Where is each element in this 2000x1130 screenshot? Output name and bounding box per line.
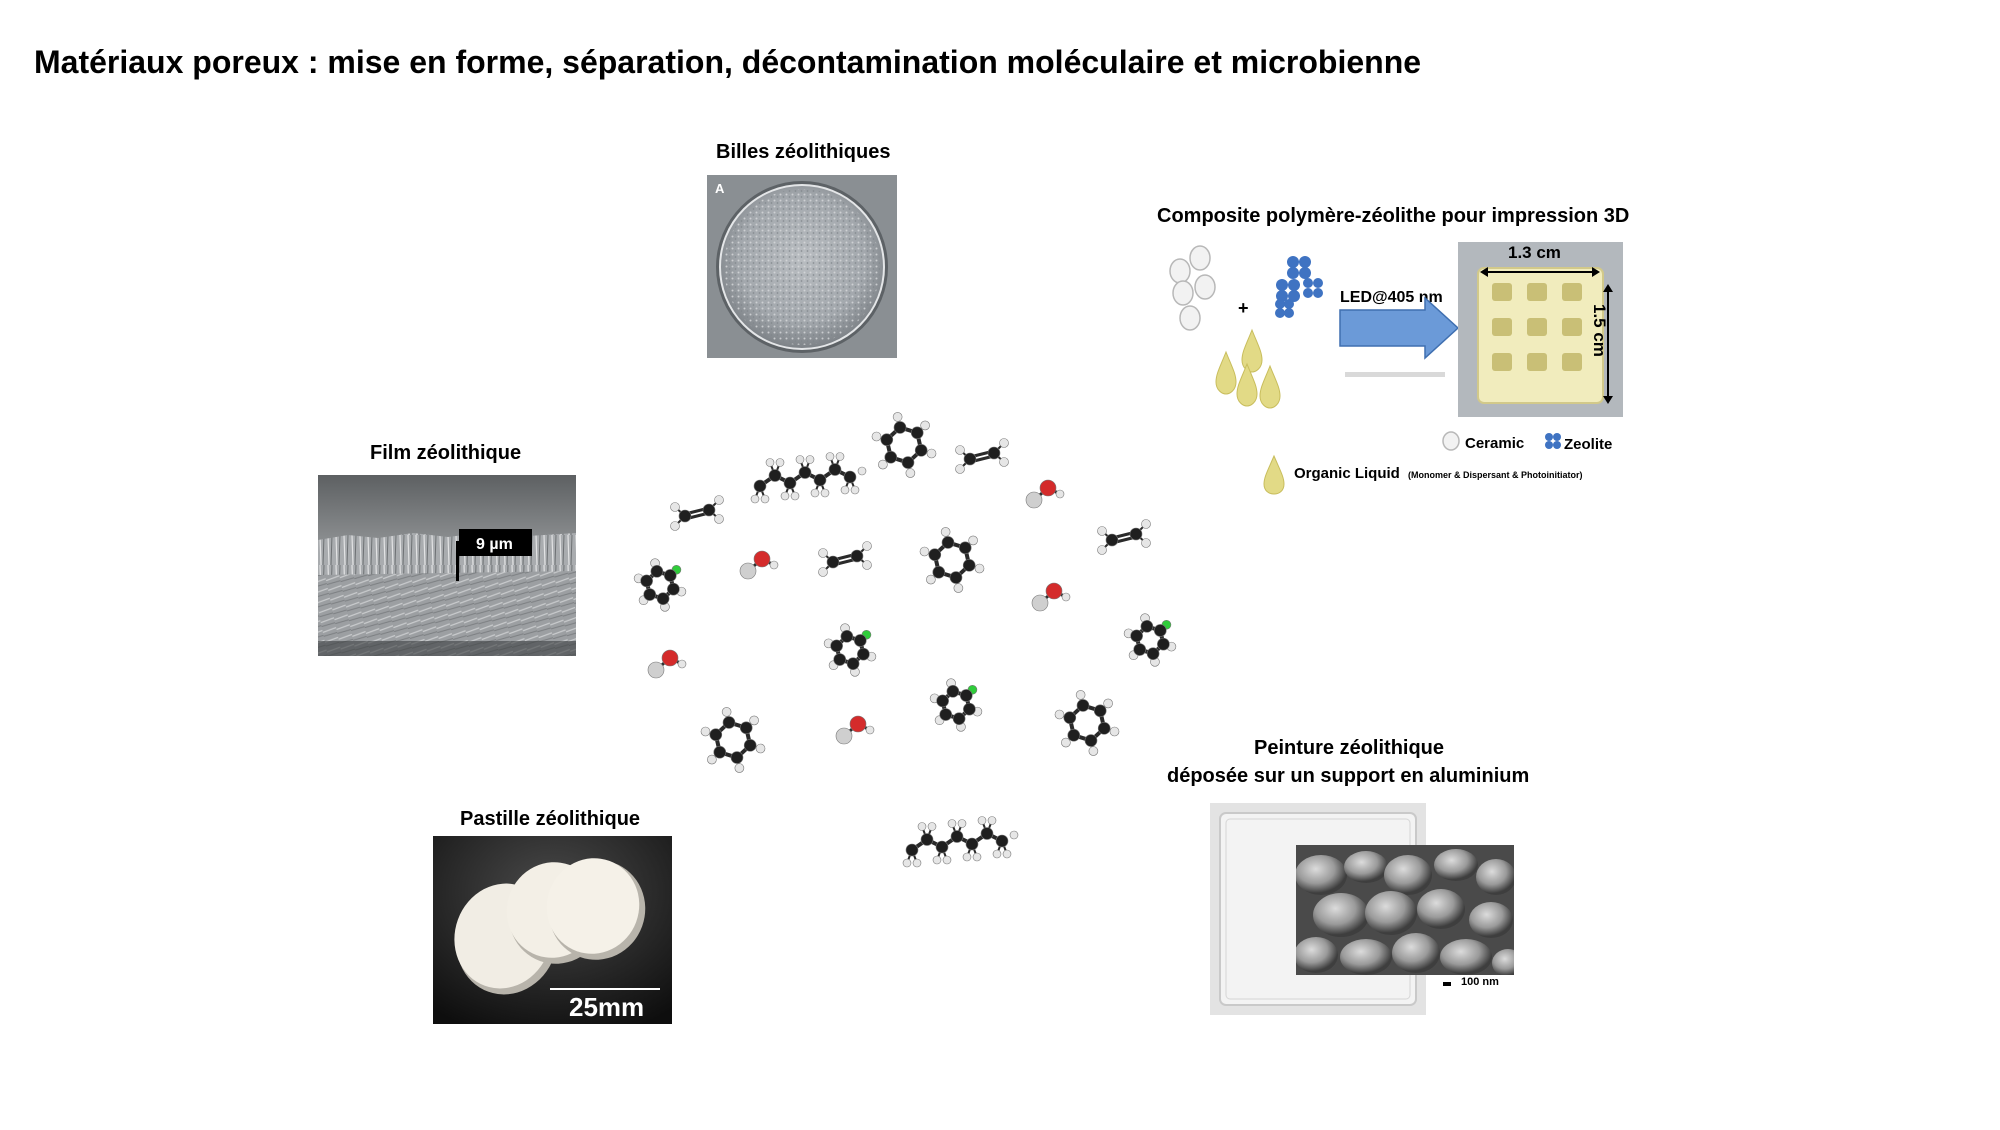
peinture-scale-bar (1443, 982, 1451, 986)
peinture-scale-label: 100 nm (1461, 976, 1499, 988)
page-title: Matériaux poreux : mise en forme, sépara… (34, 44, 1422, 80)
peinture-sem-image (1296, 845, 1514, 975)
pellet-3 (546, 858, 646, 960)
ethylene-molecule-3 (955, 438, 1009, 474)
film-sem-image: 9 µm (318, 475, 576, 656)
water-molecule-1 (1025, 479, 1065, 509)
film-scale-label: 9 µm (476, 536, 513, 553)
petri-dish-image: A (715, 181, 888, 353)
billes-image: A (707, 175, 897, 358)
pastille-scale-label: 25mm (569, 992, 644, 1022)
composite-caption: Composite polymère-zéolithe pour impress… (1157, 205, 1630, 227)
hexane-molecule-2 (902, 816, 1019, 868)
cyclohexane-molecule-1 (871, 412, 937, 478)
water-molecule-2 (739, 550, 779, 580)
water-molecule-4 (647, 649, 687, 679)
ethylene-molecule-4 (1097, 519, 1151, 555)
cyclohexane-molecule-4 (1054, 690, 1120, 756)
hexane-molecule-1 (750, 452, 867, 504)
water-molecule-5 (835, 715, 875, 745)
pastille-image: 25mm (433, 836, 672, 1024)
cyclohexane-molecule-3 (700, 707, 766, 773)
peinture-caption-line1: Peinture zéolithique (1254, 737, 1445, 759)
sem-grains (1296, 849, 1514, 975)
chlorobenzene-molecule-1 (633, 558, 687, 612)
cyclohexane-molecule-2 (919, 527, 985, 593)
billes-panel-label: A (715, 181, 725, 196)
film-caption: Film zéolithique (370, 442, 522, 464)
chlorobenzene-molecule-3 (929, 678, 983, 732)
ethylene-molecule-1 (670, 495, 724, 531)
pastille-caption: Pastille zéolithique (460, 808, 641, 830)
peinture-caption-line2: déposée sur un support en aluminium (1167, 765, 1530, 787)
chlorobenzene-molecule-4 (1123, 613, 1177, 667)
billes-caption: Billes zéolithiques (716, 141, 891, 163)
chlorobenzene-molecule-2 (823, 623, 877, 677)
water-molecule-3 (1031, 582, 1071, 612)
ethylene-molecule-2 (818, 541, 872, 577)
